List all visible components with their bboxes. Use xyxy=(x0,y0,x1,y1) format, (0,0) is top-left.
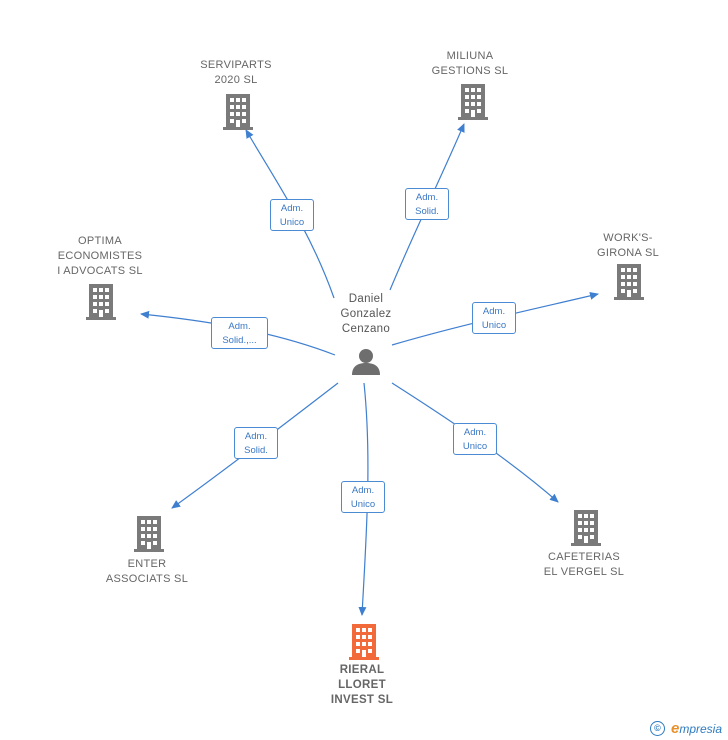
brand-footer[interactable]: © empresia xyxy=(650,720,722,737)
person-name-line3: Cenzano xyxy=(341,323,391,335)
brand-logo-initial: e xyxy=(671,720,680,737)
company-name-line2: GIRONA SL xyxy=(597,247,659,259)
role-box-rieral-lloret[interactable]: Adm. Unico xyxy=(341,481,385,513)
person-name-line1: Daniel xyxy=(348,293,384,305)
role-line1: Adm. xyxy=(228,321,251,332)
role-line2: Unico xyxy=(481,320,507,331)
building-icon xyxy=(223,94,253,130)
company-label-cafeterias[interactable]: CAFETERIAS EL VERGEL SL xyxy=(534,550,634,580)
role-box-cafeterias[interactable]: Adm. Unico xyxy=(453,423,497,455)
brand-logo: empresia xyxy=(671,720,722,737)
company-label-serviparts[interactable]: SERVIPARTS 2020 SL xyxy=(186,58,286,88)
person-node-label[interactable]: Daniel Gonzalez Cenzano xyxy=(326,292,406,337)
person-icon xyxy=(352,349,380,375)
role-line2: Solid.,... xyxy=(222,335,257,346)
role-line1: Adm. xyxy=(244,431,268,442)
company-name-line2: 2020 SL xyxy=(214,74,258,86)
company-name-line2: EL VERGEL SL xyxy=(543,566,625,578)
role-line2: Solid. xyxy=(415,206,439,217)
building-icon xyxy=(571,510,601,546)
company-name-line1: CAFETERIAS xyxy=(547,551,621,563)
company-name-line2: LLORET xyxy=(338,679,386,691)
company-name-line1: RIERAL xyxy=(339,664,385,676)
company-name-line1: OPTIMA xyxy=(78,235,122,247)
building-icon xyxy=(614,264,644,300)
role-line1: Adm. xyxy=(482,306,506,317)
company-name-line2: ECONOMISTES xyxy=(57,250,143,262)
company-name-line2: ASSOCIATS SL xyxy=(105,573,189,585)
building-icon xyxy=(458,84,488,120)
company-name-line1: MILIUNA xyxy=(446,50,494,62)
role-line2: Unico xyxy=(462,441,488,452)
company-label-miliuna[interactable]: MILIUNA GESTIONS SL xyxy=(420,49,520,79)
brand-logo-rest: mpresia xyxy=(679,722,723,736)
building-icon xyxy=(349,624,379,660)
role-box-enter-associats[interactable]: Adm. Solid. xyxy=(234,427,278,459)
person-name-line2: Gonzalez xyxy=(340,308,392,320)
role-line1: Adm. xyxy=(280,203,304,214)
role-box-works-girona[interactable]: Adm. Unico xyxy=(472,302,516,334)
company-name-line1: SERVIPARTS xyxy=(200,59,272,71)
company-label-optima[interactable]: OPTIMA ECONOMISTES I ADVOCATS SL xyxy=(48,234,152,279)
company-label-rieral-lloret[interactable]: RIERAL LLORET INVEST SL xyxy=(312,663,412,708)
company-name-line3: INVEST SL xyxy=(330,694,394,706)
role-box-serviparts[interactable]: Adm. Unico xyxy=(270,199,314,231)
role-line2: Unico xyxy=(279,217,305,228)
copyright-icon: © xyxy=(650,721,665,736)
company-label-works-girona[interactable]: WORK'S- GIRONA SL xyxy=(578,231,678,261)
company-name-line1: ENTER xyxy=(127,558,167,570)
company-name-line2: GESTIONS SL xyxy=(431,65,509,77)
role-line1: Adm. xyxy=(463,427,487,438)
building-icon xyxy=(86,284,116,320)
role-line2: Solid. xyxy=(244,445,268,456)
company-name-line1: WORK'S- xyxy=(603,232,653,244)
company-label-enter-associats[interactable]: ENTER ASSOCIATS SL xyxy=(97,557,197,587)
role-line1: Adm. xyxy=(351,485,375,496)
role-box-miliuna[interactable]: Adm. Solid. xyxy=(405,188,449,220)
building-icon xyxy=(134,516,164,552)
role-box-optima[interactable]: Adm. Solid.,... xyxy=(211,317,268,349)
role-line2: Unico xyxy=(350,499,376,510)
company-name-line3: I ADVOCATS SL xyxy=(57,265,143,277)
role-line1: Adm. xyxy=(415,192,439,203)
